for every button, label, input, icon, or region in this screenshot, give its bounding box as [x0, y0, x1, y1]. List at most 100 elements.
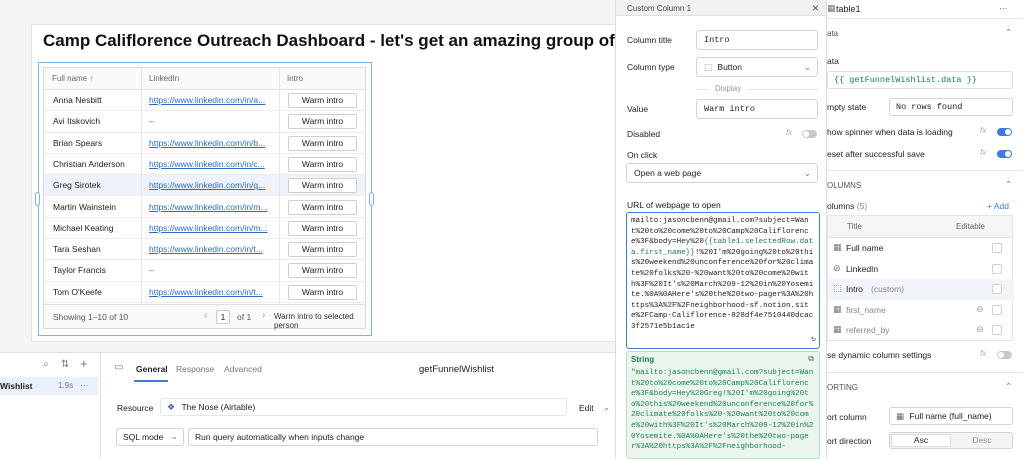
result-value: "mailto:jasoncbenn@gmail.com?subject=Wan…	[631, 369, 814, 452]
data-input[interactable]: {{ getFunnelWishlist.data }}	[827, 71, 1013, 89]
chevron-up-icon[interactable]: ⌃	[1005, 27, 1013, 37]
warm-intro-button[interactable]: Warm intro	[288, 284, 357, 300]
cell-linkedin[interactable]: https://www.linkedin.com/in/m...	[149, 201, 268, 212]
cell-full-name: Avi Itskovich	[53, 116, 101, 127]
table-icon: ▦	[827, 3, 836, 13]
empty-state-label: mpty state	[827, 102, 867, 112]
eye-off-icon[interactable]: ⊖	[976, 303, 984, 314]
column-title-label: Column title	[627, 35, 672, 45]
on-click-select[interactable]: Open a web page ⌄	[626, 163, 818, 183]
warm-intro-button[interactable]: Warm intro	[288, 156, 357, 172]
filter-icon[interactable]: ⇅	[61, 359, 70, 370]
resize-handle-right[interactable]	[369, 192, 374, 206]
cell-linkedin[interactable]: https://www.linkedin.com/in/t...	[149, 244, 263, 255]
mode-select[interactable]: SQL mode ⌄	[116, 428, 184, 446]
cell-linkedin[interactable]: https://www.linkedin.com/in/a...	[149, 95, 266, 105]
warm-intro-button[interactable]: Warm intro	[288, 199, 357, 215]
chevron-up-icon[interactable]: ⌃	[1005, 381, 1013, 391]
warm-intro-button[interactable]: Warm intro	[288, 242, 357, 258]
search-icon[interactable]: ⌕	[43, 359, 49, 370]
table-row[interactable]: Taylor Francis–Warm intro	[44, 260, 365, 282]
add-column-button[interactable]: + Add	[987, 201, 1009, 211]
column-type-select[interactable]: ⬚ Button ⌄	[696, 57, 818, 77]
editable-checkbox[interactable]	[992, 304, 1002, 315]
eye-off-icon[interactable]: ⊖	[976, 324, 984, 334]
edit-resource-button[interactable]: Edit	[579, 403, 594, 413]
spinner-toggle[interactable]	[997, 128, 1012, 136]
disabled-toggle[interactable]	[802, 130, 817, 138]
column-row[interactable]: ⊘LinkedIn	[828, 259, 1014, 280]
display-divider	[696, 89, 818, 90]
cell-linkedin[interactable]: https://www.linkedin.com/in/c...	[149, 158, 265, 169]
fx-icon[interactable]: fx	[980, 349, 987, 358]
more-icon[interactable]: ···	[999, 3, 1008, 13]
columns-label: olumns (5)	[827, 201, 867, 211]
copy-icon[interactable]: ⧉	[808, 354, 814, 363]
panel-toggle-icon[interactable]: ▭	[114, 362, 124, 373]
cell-linkedin[interactable]: https://www.linkedin.com/in/t...	[149, 286, 263, 297]
column-row[interactable]: ▦Full name	[828, 238, 1014, 259]
resource-select[interactable]: ❖ The Nose (Airtable)	[160, 398, 567, 416]
bulk-action-button[interactable]: Warm intro to selected person	[274, 312, 354, 330]
dynamic-settings-toggle[interactable]	[997, 351, 1012, 359]
next-page-icon[interactable]: ›	[262, 310, 266, 321]
editable-checkbox[interactable]	[992, 284, 1002, 294]
sort-column-select[interactable]: ▦ Full name (full_name)	[889, 407, 1013, 425]
sort-asc-button[interactable]: Asc	[891, 434, 951, 447]
cell-linkedin[interactable]: https://www.linkedin.com/in/m...	[149, 222, 268, 233]
column-header-full-name[interactable]: Full name ↑	[44, 68, 141, 90]
editable-checkbox[interactable]	[992, 243, 1002, 253]
warm-intro-button[interactable]: Warm intro	[288, 263, 357, 279]
url-code-editor[interactable]: mailto:jasoncbenn@gmail.com?subject=Want…	[626, 212, 820, 349]
resize-handle-left[interactable]	[35, 192, 40, 206]
editable-checkbox[interactable]	[992, 325, 1002, 335]
tab-response[interactable]: Response	[176, 364, 215, 374]
cell-linkedin[interactable]: https://www.linkedin.com/in/b...	[149, 137, 266, 148]
column-title-input[interactable]: Intro	[696, 30, 818, 50]
table-row[interactable]: Avi Itskovich–Warm intro	[44, 111, 365, 133]
fx-icon[interactable]: fx	[980, 148, 987, 157]
fx-icon[interactable]: fx	[786, 128, 793, 137]
column-row[interactable]: ⬚Intro(custom)	[828, 279, 1014, 300]
add-query-icon[interactable]: +	[80, 356, 88, 371]
page-number-input[interactable]: 1	[216, 310, 230, 324]
prev-page-icon[interactable]: ‹	[204, 310, 208, 321]
cell-full-name: Michael Keating	[53, 222, 114, 233]
fx-icon[interactable]: fx	[980, 126, 987, 135]
tab-advanced[interactable]: Advanced	[224, 364, 262, 374]
table-row[interactable]: Michael Keating https://www.linkedin.com/…	[44, 218, 365, 240]
reset-toggle[interactable]	[997, 150, 1012, 158]
more-icon[interactable]: ···	[80, 380, 89, 390]
tab-general[interactable]: General	[136, 364, 168, 374]
column-row[interactable]: ▦referred_by⊖	[828, 320, 1014, 341]
cell-linkedin[interactable]: https://www.linkedin.com/in/g...	[149, 180, 266, 191]
expand-icon[interactable]: ↻	[811, 335, 816, 345]
column-row[interactable]: ▦first_name⊖	[828, 300, 1014, 321]
empty-state-input[interactable]: No rows found	[889, 98, 1013, 116]
warm-intro-button[interactable]: Warm intro	[288, 135, 357, 151]
warm-intro-button[interactable]: Warm intro	[288, 114, 357, 130]
component-name[interactable]: table1	[836, 4, 861, 14]
sort-desc-button[interactable]: Desc	[972, 435, 992, 445]
close-icon[interactable]: ×	[811, 1, 819, 15]
column-header-intro[interactable]: Intro	[279, 68, 365, 90]
query-list-item[interactable]: Wishlist 1.9s ···	[0, 377, 98, 395]
chevron-up-icon[interactable]: ⌃	[1005, 179, 1013, 189]
resource-value: The Nose (Airtable)	[181, 402, 256, 412]
table-footer: Showing 1–10 of 10 ‹ 1 of 1 › Warm intro…	[44, 304, 365, 330]
warm-intro-button[interactable]: Warm intro	[288, 93, 357, 108]
value-input[interactable]: Warm intro	[696, 99, 818, 119]
column-header-linkedin[interactable]: LinkedIn	[141, 68, 279, 90]
editable-checkbox[interactable]	[992, 263, 1002, 274]
warm-intro-button[interactable]: Warm intro	[288, 220, 357, 236]
value-label: Value	[627, 104, 649, 114]
run-trigger-select[interactable]: Run query automatically when inputs chan…	[188, 428, 598, 446]
warm-intro-button[interactable]: Warm intro	[288, 178, 357, 194]
